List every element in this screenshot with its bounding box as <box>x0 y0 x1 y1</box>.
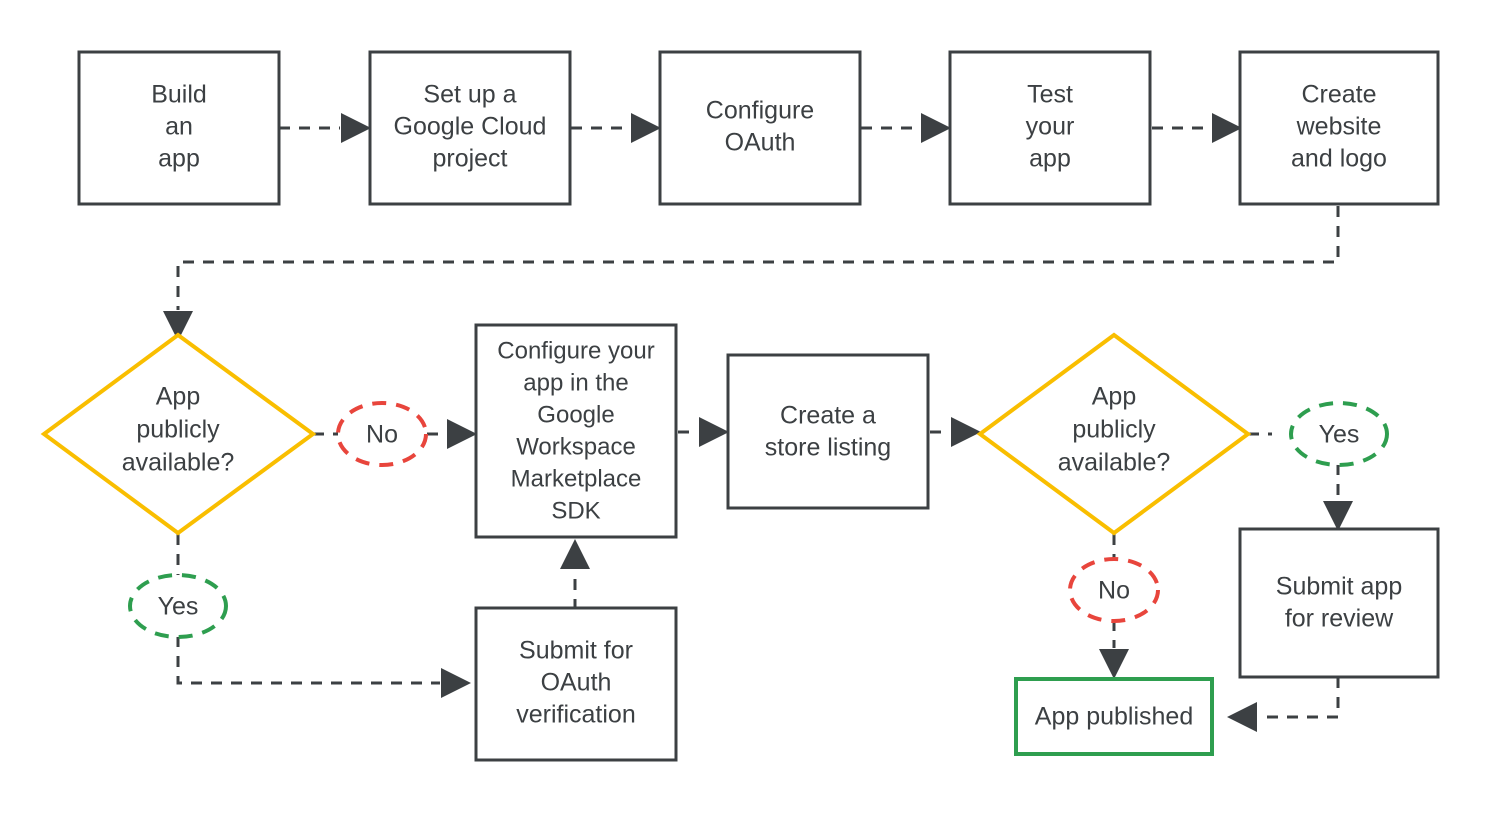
arrowhead-oauth-verification-to-sdk <box>560 539 590 569</box>
node-decision-right-shape[interactable] <box>976 332 1252 536</box>
node-decision-left-line3: available? <box>122 449 235 477</box>
node-create-store-listing-shape[interactable] <box>726 353 930 510</box>
node-build-an-app-line1: Build <box>151 81 207 109</box>
node-create-website-logo[interactable]: Create website and logo <box>1238 50 1440 206</box>
node-configure-sdk-line4: Workspace <box>516 433 636 460</box>
edge-label-no-left-text: No <box>366 421 398 449</box>
node-configure-oauth[interactable]: Configure OAuth <box>658 50 862 206</box>
node-configure-sdk-shape[interactable] <box>474 323 678 539</box>
node-test-your-app[interactable]: Test your app <box>948 50 1152 206</box>
node-decision-left-shape[interactable] <box>40 332 317 536</box>
edge-label-yes-left-text: Yes <box>158 593 199 621</box>
arrowhead-build-to-setup <box>341 113 371 143</box>
node-create-store-listing[interactable]: Create a store listing <box>726 353 930 510</box>
node-test-your-app-line3: app <box>1029 145 1071 173</box>
node-submit-app-for-review-line2: for review <box>1285 605 1394 633</box>
node-configure-oauth-line1: Configure <box>706 97 814 125</box>
node-submit-oauth-verification[interactable]: Submit for OAuth verification <box>474 606 678 762</box>
node-app-published[interactable]: App published <box>1014 677 1214 756</box>
arrowhead-sdk-to-store-listing <box>699 417 729 447</box>
node-configure-sdk-line3: Google <box>537 401 614 428</box>
node-create-website-logo-line3: and logo <box>1291 145 1387 173</box>
node-decision-right-line1: App <box>1092 383 1136 411</box>
arrowhead-oauth-to-test <box>921 113 951 143</box>
node-submit-oauth-verification-line3: verification <box>516 701 636 729</box>
node-create-store-listing-line1: Create a <box>780 402 876 430</box>
node-decision-left-line2: publicly <box>136 416 220 444</box>
node-set-up-project-line2: Google Cloud <box>394 113 547 141</box>
node-set-up-project-line1: Set up a <box>423 81 516 109</box>
node-configure-sdk-line6: SDK <box>551 497 600 524</box>
edge-label-no-left: No <box>336 401 428 467</box>
node-build-an-app-shape[interactable] <box>77 50 281 206</box>
arrowhead-setup-to-oauth <box>631 113 661 143</box>
edge-label-no-left-ellipse <box>336 401 428 467</box>
node-build-an-app-line3: app <box>158 145 200 173</box>
node-submit-app-for-review-shape[interactable] <box>1238 527 1440 679</box>
arrowhead-test-to-website <box>1212 113 1242 143</box>
edge-label-yes-right: Yes <box>1289 401 1389 467</box>
arrowhead-no-to-sdk <box>447 419 477 449</box>
edge-label-yes-left-ellipse <box>128 573 228 639</box>
node-decision-left-line1: App <box>156 383 200 411</box>
node-submit-app-for-review-line1: Submit app <box>1276 573 1402 601</box>
node-build-an-app[interactable]: Build an app <box>77 50 281 206</box>
node-submit-oauth-verification-line2: OAuth <box>541 669 612 697</box>
node-create-website-logo-line1: Create <box>1301 81 1376 109</box>
edge-label-no-right-text: No <box>1098 577 1130 605</box>
edge-label-no-right-ellipse <box>1068 557 1160 623</box>
node-submit-oauth-verification-line1: Submit for <box>519 637 633 665</box>
node-test-your-app-line2: your <box>1026 113 1075 141</box>
edge-label-yes-right-text: Yes <box>1319 421 1360 449</box>
edge-label-yes-right-ellipse <box>1289 401 1389 467</box>
node-set-up-project-shape[interactable] <box>368 50 572 206</box>
edge-label-no-right: No <box>1068 557 1160 623</box>
arrowhead-yes-to-oauth-verification <box>441 668 471 698</box>
arrowhead-yes-to-submit-review <box>1323 501 1353 531</box>
connector-submit-review-to-app-published <box>1258 677 1340 719</box>
connector-yes-to-oauth-verification <box>176 636 440 685</box>
node-submit-app-for-review[interactable]: Submit app for review <box>1238 527 1440 679</box>
node-configure-oauth-line2: OAuth <box>725 129 796 157</box>
node-set-up-project[interactable]: Set up a Google Cloud project <box>368 50 572 206</box>
node-test-your-app-shape[interactable] <box>948 50 1152 206</box>
node-decision-right-line2: publicly <box>1072 416 1156 444</box>
node-configure-sdk-line2: app in the <box>523 369 628 396</box>
arrowhead-website-to-decision-left <box>163 311 193 341</box>
node-configure-oauth-shape[interactable] <box>658 50 862 206</box>
node-build-an-app-line2: an <box>165 113 193 141</box>
node-decision-right-line3: available? <box>1058 449 1171 477</box>
node-configure-sdk-line1: Configure your <box>497 337 654 364</box>
connector-layer <box>163 113 1353 732</box>
arrowhead-submit-review-to-app-published <box>1227 702 1257 732</box>
node-set-up-project-line3: project <box>432 145 507 173</box>
node-create-store-listing-line2: store listing <box>765 434 891 462</box>
connector-website-to-decision-left <box>176 206 1340 310</box>
node-decision-app-publicly-available-left[interactable]: App publicly available? <box>40 332 317 536</box>
node-app-published-label: App published <box>1035 703 1193 731</box>
node-create-website-logo-line2: website <box>1296 113 1382 141</box>
node-configure-sdk[interactable]: Configure your app in the Google Workspa… <box>474 323 678 539</box>
node-submit-oauth-verification-shape[interactable] <box>474 606 678 762</box>
node-configure-sdk-line5: Marketplace <box>511 465 642 492</box>
node-test-your-app-line1: Test <box>1027 81 1073 109</box>
arrowhead-no-to-app-published <box>1099 649 1129 679</box>
node-app-published-shape[interactable] <box>1014 677 1214 756</box>
node-create-website-logo-shape[interactable] <box>1238 50 1440 206</box>
node-decision-app-publicly-available-right[interactable]: App publicly available? <box>976 332 1252 536</box>
arrowhead-store-listing-to-decision-right <box>951 417 981 447</box>
edge-label-yes-left: Yes <box>128 573 228 639</box>
